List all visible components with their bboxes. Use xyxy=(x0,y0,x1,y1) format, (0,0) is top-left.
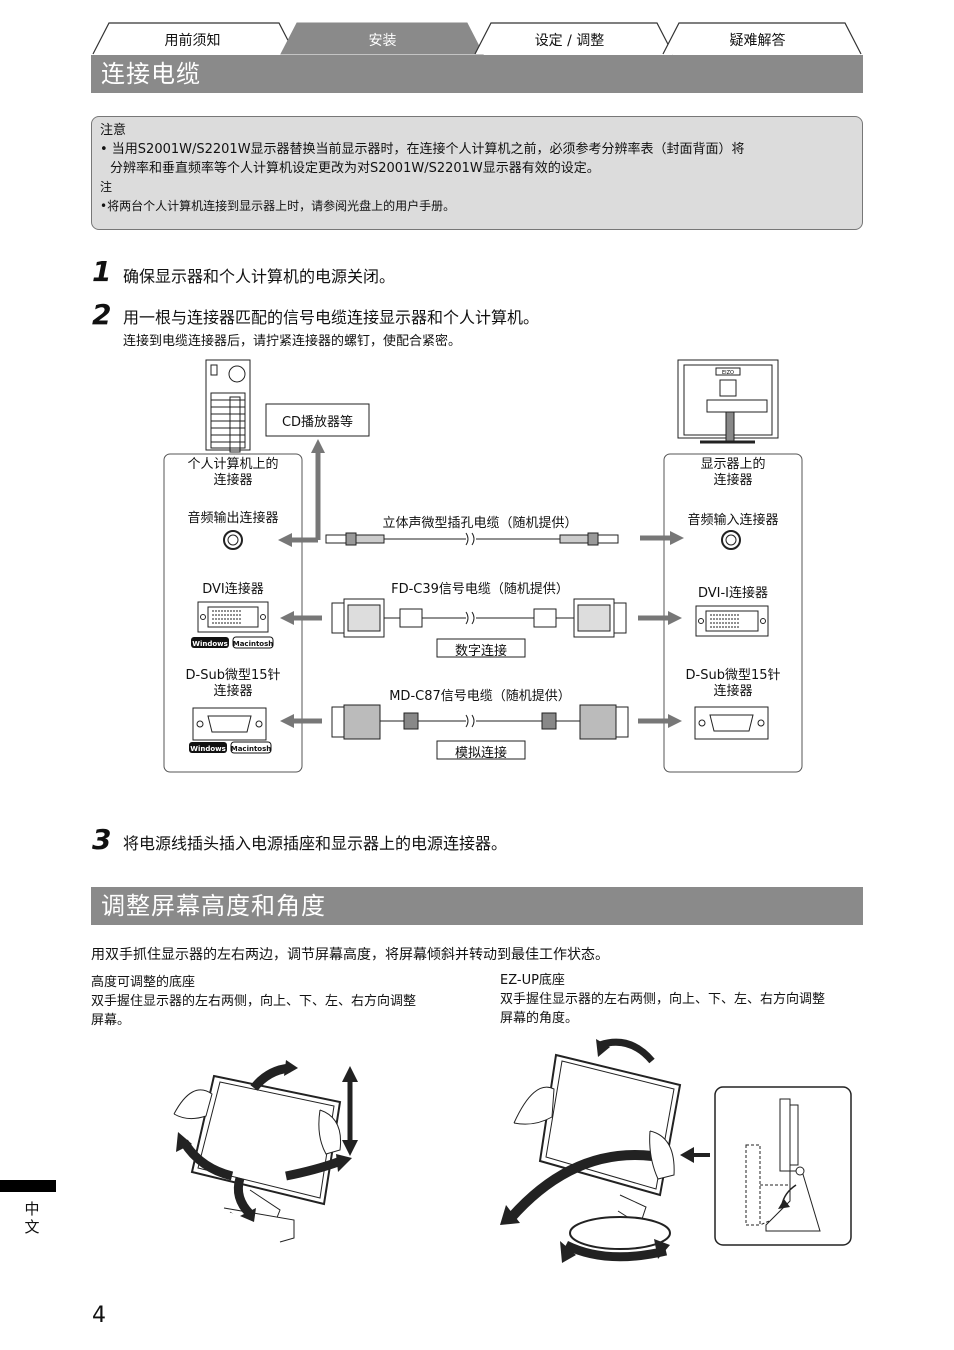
audio-out-label: 音频输出连接器 xyxy=(187,511,279,526)
tab-troubleshooting[interactable]: 疑难解答 xyxy=(729,33,786,49)
analog-label-box xyxy=(436,740,526,760)
tab-settings[interactable]: 设定 / 调整 xyxy=(534,33,605,49)
adjust-intro: 用双手抓住显示器的左右两边，调节屏幕高度，将屏幕倾斜并转动到最佳工作状态。 xyxy=(91,947,609,963)
audio-cable-icon xyxy=(325,532,619,546)
note-heading-note: 注 xyxy=(100,180,113,194)
dsub-cable-icon xyxy=(331,704,629,740)
page-number: 4 xyxy=(92,1303,106,1328)
dvi-cable-icon xyxy=(331,598,627,638)
svg-text:Macintosh: Macintosh xyxy=(231,745,272,753)
tab-shape-2 xyxy=(280,22,484,55)
height-stand-illustration xyxy=(173,1060,358,1243)
audio-in-label: 音频输入连接器 xyxy=(687,513,779,528)
dsub-label: D-Sub微型15针连接器 xyxy=(185,668,281,699)
step-text: 将电源线插头插入电源插座和显示器上的电源连接器。 xyxy=(123,834,508,853)
section-title-connect-cables: 连接电缆 xyxy=(91,55,863,93)
connection-arrows xyxy=(278,439,684,728)
language-tab-label: 中文 xyxy=(24,1200,40,1236)
stereo-cable-label: 立体声微型插孔电缆（随机提供） xyxy=(382,516,578,531)
dvi-i-label: DVI-I连接器 xyxy=(697,586,769,601)
md-c87-cable-label: MD-C87信号电缆（随机提供） xyxy=(389,689,571,704)
cd-player-box xyxy=(265,403,370,437)
tab-installation[interactable]: 安装 xyxy=(368,33,397,49)
svg-text:Windows: Windows xyxy=(192,640,228,648)
note-heading-caution: 注意 xyxy=(100,123,127,138)
language-tab-bar xyxy=(0,1180,56,1192)
tab-bar xyxy=(92,22,862,55)
monitor-rear-icon: EIZO xyxy=(677,359,779,444)
step-number: 3 xyxy=(92,823,112,856)
svg-text:EIZO: EIZO xyxy=(722,370,734,376)
tab-before-use[interactable]: 用前须知 xyxy=(164,33,221,49)
monitor-dsub-connector-icon xyxy=(694,706,769,740)
windows-badge xyxy=(191,637,229,648)
digital-label-box xyxy=(436,638,526,658)
note-line: 分辨率和垂直频率等个人计算机设定更改为对S2001W/S2201W显示器有效的设… xyxy=(110,161,600,176)
height-adjustable-stand-text: 高度可调整的底座 双手握住显示器的左右两侧，向上、下、左、右方向调整 屏幕。 xyxy=(91,975,417,1028)
svg-text:Windows: Windows xyxy=(190,745,226,753)
eizo-logo xyxy=(715,367,741,376)
step-number: 2 xyxy=(92,298,112,331)
step-text: 用一根与连接器匹配的信号电缆连接显示器和个人计算机。 xyxy=(123,308,540,327)
cd-player-label: CD播放器等 xyxy=(281,415,354,430)
macintosh-badge xyxy=(230,741,272,754)
pc-tower-icon xyxy=(205,359,251,453)
macintosh-badge xyxy=(232,636,274,649)
note-line: •将两台个人计算机连接到显示器上时，请参阅光盘上的用户手册。 xyxy=(100,199,456,213)
dsub-connector-icon xyxy=(192,707,267,741)
note-line: • 当用S2001W/S2201W显示器替换当前显示器时，在连接个人计算机之前，… xyxy=(100,142,745,157)
tab-shape-1 xyxy=(92,22,296,55)
tab-shape-3 xyxy=(474,22,674,55)
dvi-i-connector-icon xyxy=(695,605,769,637)
pc-panel-title: 个人计算机上的连接器 xyxy=(187,457,279,488)
ez-up-inset-illustration xyxy=(680,1086,852,1246)
monitor-panel-title: 显示器上的连接器 xyxy=(700,457,766,488)
analog-connection-label: 模拟连接 xyxy=(454,746,507,761)
dvi-connector-icon xyxy=(197,601,269,633)
windows-badge xyxy=(189,742,227,753)
step-number: 1 xyxy=(92,255,112,288)
ez-up-stand-text: EZ-UP底座 双手握住显示器的左右两侧，向上、下、左、右方向调整 屏幕的角度。 xyxy=(500,973,826,1026)
digital-connection-label: 数字连接 xyxy=(454,644,507,659)
dvi-label: DVI连接器 xyxy=(202,582,264,597)
monitor-dsub-label: D-Sub微型15针连接器 xyxy=(685,668,781,699)
tab-shape-4 xyxy=(662,22,862,55)
fd-c39-cable-label: FD-C39信号电缆（随机提供） xyxy=(391,582,569,597)
caution-note: 注意 • 当用S2001W/S2201W显示器替换当前显示器时，在连接个人计算机… xyxy=(91,116,863,230)
svg-text:Macintosh: Macintosh xyxy=(233,640,274,648)
connection-diagram: EIZO Windows Macint xyxy=(163,359,803,773)
section-title-adjust: 调整屏幕高度和角度 xyxy=(91,887,863,925)
step-text: 确保显示器和个人计算机的电源关闭。 xyxy=(123,267,396,286)
step-subtext: 连接到电缆连接器后，请拧紧连接器的螺钉，使配合紧密。 xyxy=(123,334,462,349)
ez-up-stand-illustration xyxy=(500,1038,682,1263)
